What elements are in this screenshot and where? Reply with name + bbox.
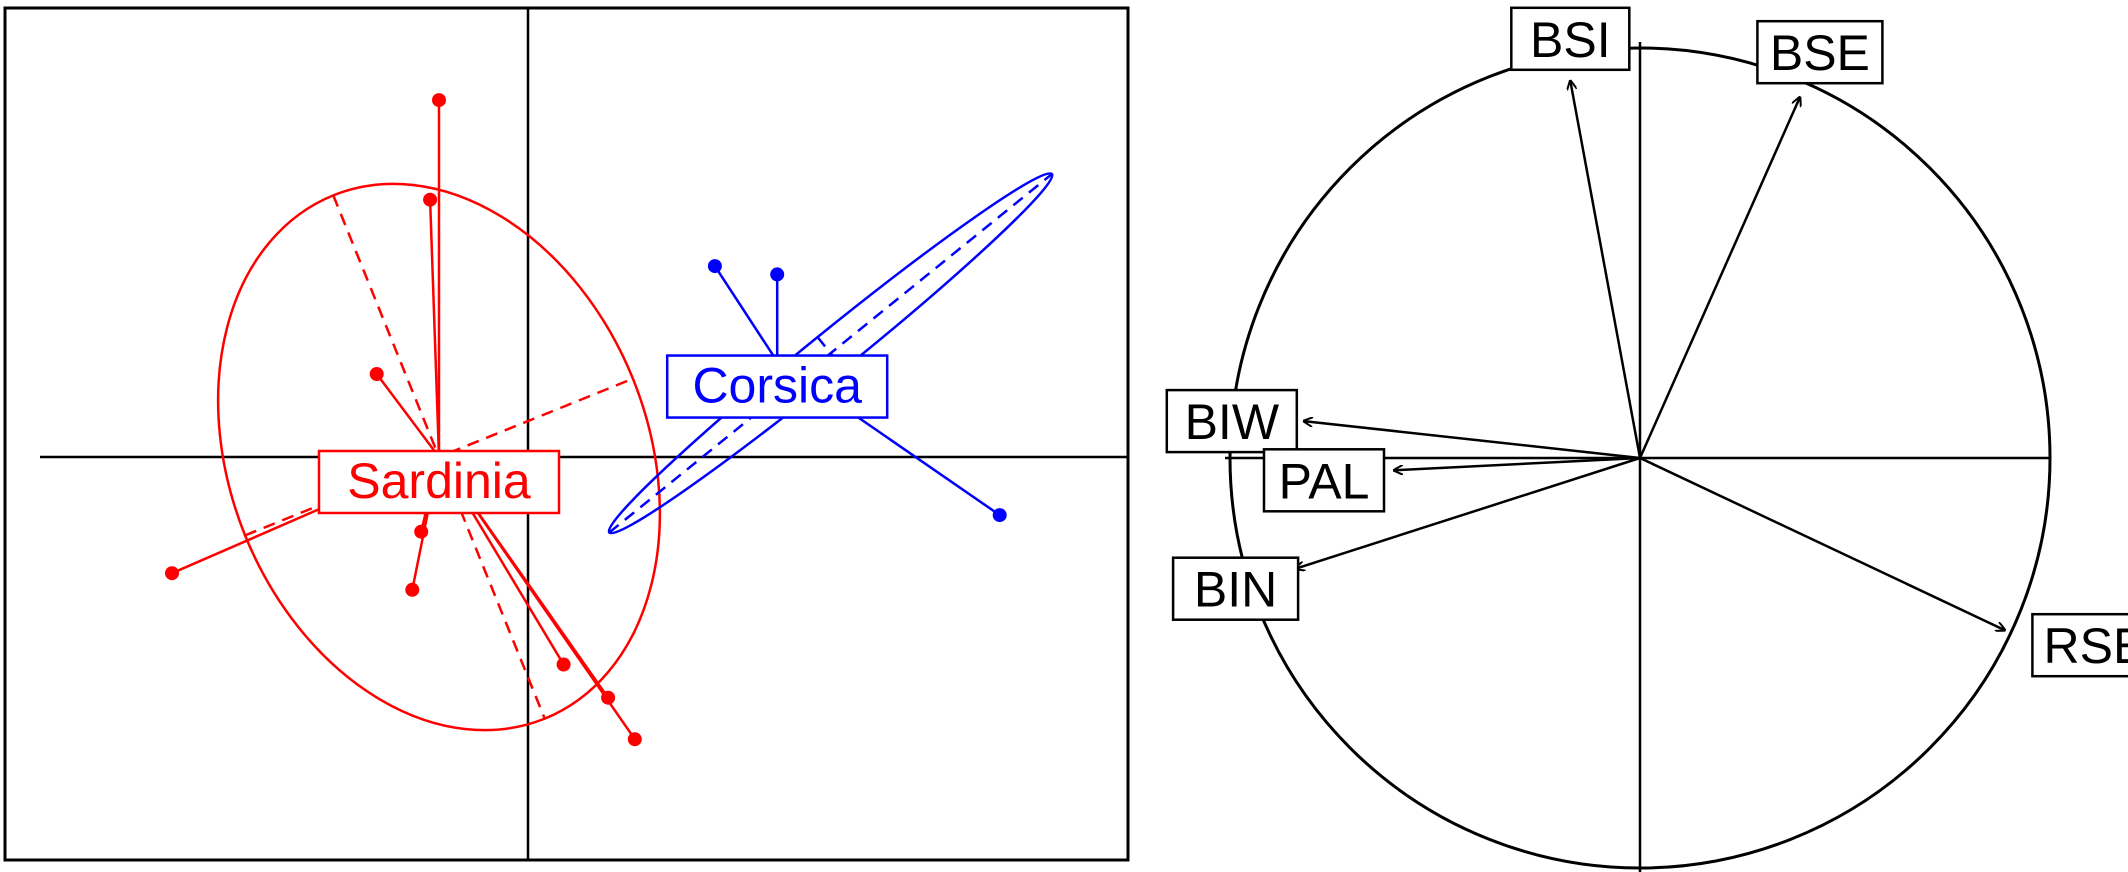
var-label-box-rse bbox=[2031, 612, 2128, 678]
var-label-biw: BIW bbox=[1185, 394, 1280, 450]
var-label-box-bsi bbox=[1510, 6, 1631, 72]
sardinia-point bbox=[369, 367, 384, 381]
var-label-box-pal bbox=[1262, 448, 1386, 513]
corsica-point bbox=[707, 259, 722, 274]
arrow-biw bbox=[1304, 421, 1641, 460]
panel-a-frame bbox=[3, 6, 1130, 862]
sardinia-point bbox=[405, 582, 420, 597]
arrow-rse bbox=[1639, 456, 2005, 630]
sardinia-point bbox=[556, 657, 571, 672]
panel-a-scatter: Sardinia Corsica bbox=[3, 6, 1130, 862]
sardinia-label-box bbox=[317, 449, 561, 515]
sardinia-spoke bbox=[375, 373, 440, 458]
sardinia-spoke bbox=[428, 199, 441, 458]
var-label-bse: BSE bbox=[1770, 25, 1870, 81]
arrow-bin bbox=[1296, 456, 1641, 569]
arrow-bse bbox=[1638, 97, 1800, 459]
arrow-bsi bbox=[1570, 81, 1642, 459]
sardinia-point bbox=[432, 93, 446, 108]
corsica-label: Corsica bbox=[692, 358, 862, 414]
sardinia-point bbox=[627, 732, 642, 747]
corsica-spoke bbox=[713, 265, 779, 363]
sardinia-point bbox=[165, 566, 179, 581]
sardinia-point bbox=[423, 192, 438, 207]
var-label-box-biw bbox=[1165, 388, 1299, 454]
sardinia-label: Sardinia bbox=[347, 453, 531, 509]
var-label-box-bse bbox=[1756, 19, 1884, 85]
var-label-bin: BIN bbox=[1194, 562, 1277, 618]
var-label-bsi: BSI bbox=[1530, 12, 1611, 68]
arrow-pal bbox=[1394, 456, 1641, 470]
var-label-box-bin bbox=[1171, 556, 1300, 621]
corsica-label-box bbox=[665, 354, 889, 419]
var-label-rse: RSE bbox=[2043, 618, 2128, 674]
var-label-pal: PAL bbox=[1279, 453, 1370, 509]
corsica-point bbox=[992, 508, 1007, 523]
corsica-ellipse-axis-minor bbox=[816, 336, 845, 371]
corsica-point bbox=[770, 267, 785, 282]
